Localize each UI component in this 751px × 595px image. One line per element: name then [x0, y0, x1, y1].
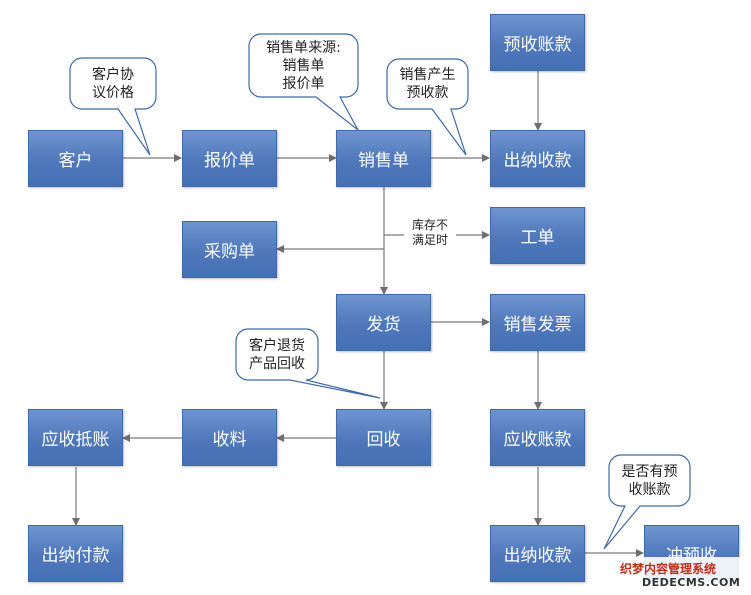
watermark-url: DEDECMS.COM [642, 576, 741, 589]
node-sales-invoice: 销售发票 [490, 294, 585, 351]
callout-sales-order-source: 销售单来源: 销售单 报价单 [266, 39, 341, 92]
callout-has-advance: 是否有预 收账款 [621, 463, 678, 498]
callout-shape-sales-source [248, 33, 359, 131]
node-customer: 客户 [28, 130, 123, 187]
node-sales-order: 销售单 [336, 130, 431, 187]
callout-shape-has-advance [603, 454, 691, 550]
node-shipment: 发货 [336, 294, 431, 351]
node-receiving: 收料 [182, 409, 277, 466]
node-cashier-payment: 出纳付款 [28, 525, 123, 582]
callout-customer-return: 客户退货 产品回收 [249, 337, 305, 372]
watermark-title: 织梦内容管理系统 [620, 562, 717, 576]
callout-sales-advance: 销售产生 预收款 [399, 67, 456, 101]
node-advance-receivable: 预收账款 [490, 14, 585, 71]
node-receivable-offset: 应收抵账 [28, 409, 123, 466]
callout-shape-customer-price [69, 57, 157, 156]
node-cashier-receipt-top: 出纳收款 [490, 130, 585, 187]
callout-shape-sales-advance [386, 58, 469, 156]
callout-shape-customer-return [235, 328, 381, 399]
node-purchase-order: 采购单 [182, 221, 277, 278]
node-work-order: 工单 [490, 207, 585, 264]
node-return: 回收 [336, 409, 431, 466]
watermark: 织梦内容管理系统 DEDECMS.COM [618, 557, 748, 593]
edge-label-insufficient-stock: 库存不 满足时 [404, 218, 456, 248]
node-quotation: 报价单 [182, 130, 277, 187]
callout-customer-agreed-price: 客户协 议价格 [92, 66, 134, 101]
node-cashier-receipt-bottom: 出纳收款 [490, 525, 585, 582]
node-accounts-receivable: 应收账款 [490, 409, 585, 466]
